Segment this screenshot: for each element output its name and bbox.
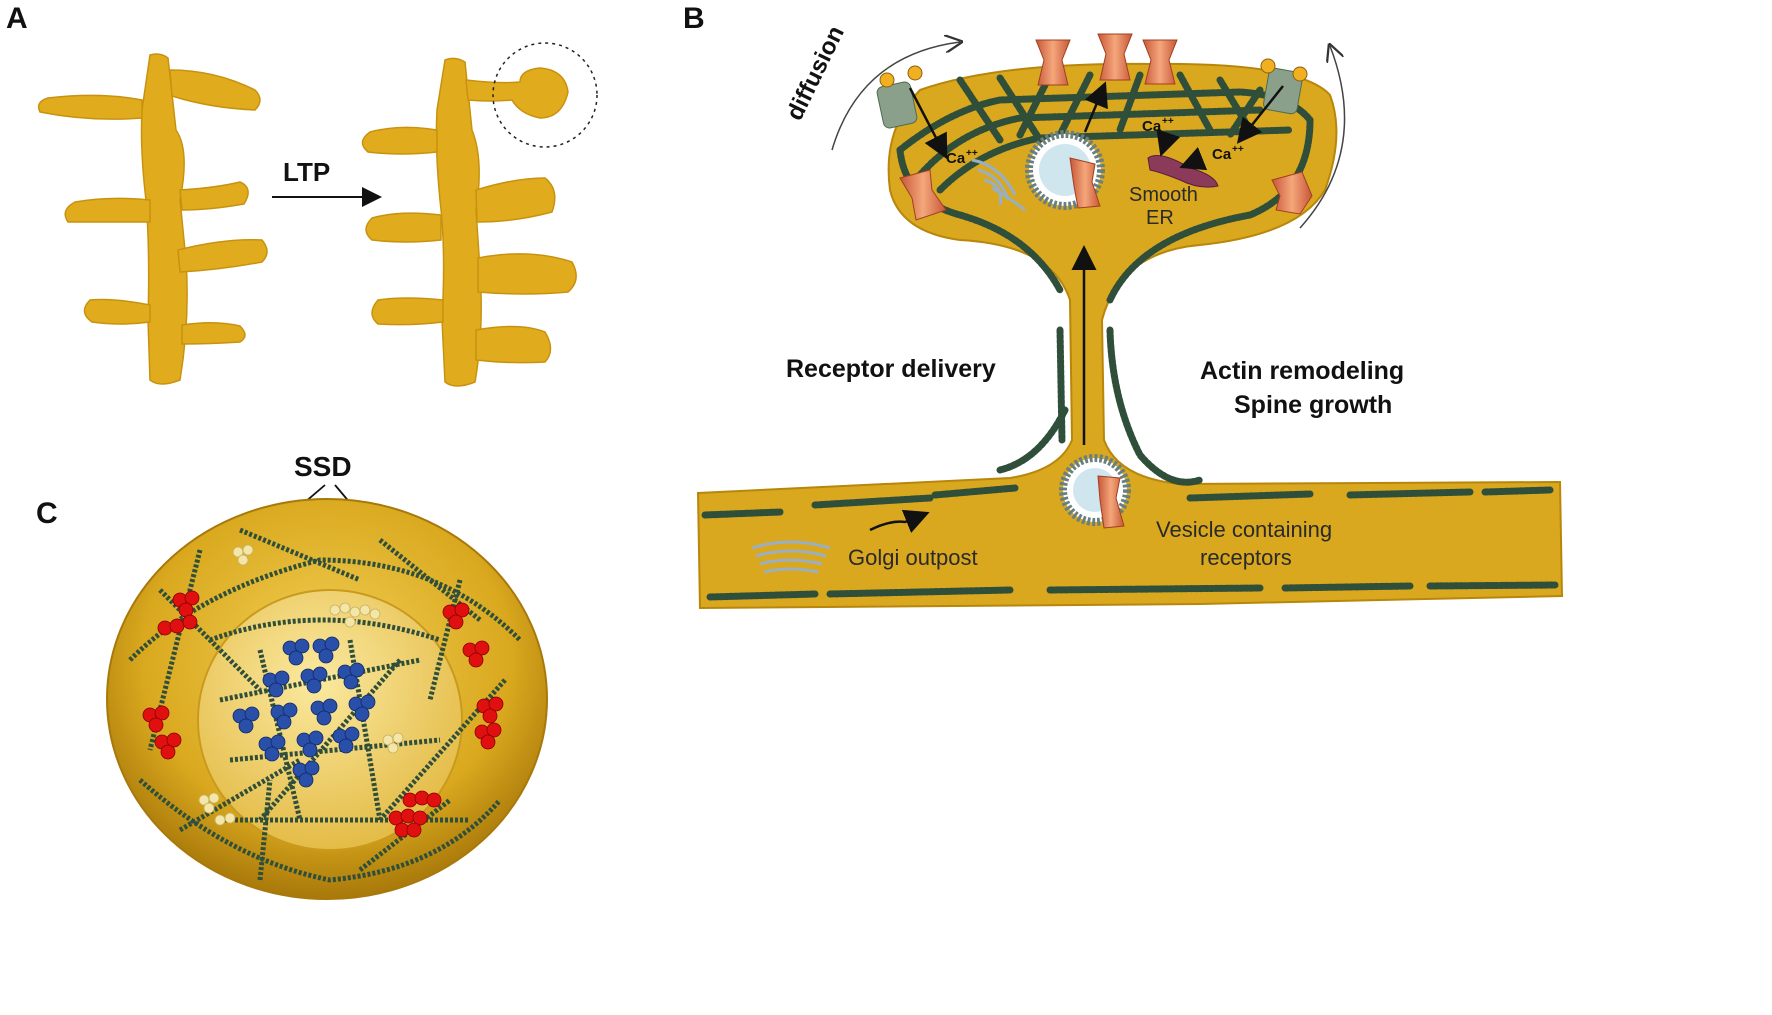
panel-b-letter: B bbox=[683, 2, 705, 35]
pale-cluster-4 bbox=[198, 792, 236, 826]
panel-a-letter: A bbox=[6, 2, 28, 35]
red-cluster-3 bbox=[442, 602, 490, 668]
ca-label-right: Ca bbox=[1212, 146, 1232, 163]
actin-remodeling-label: Actin remodeling bbox=[1200, 357, 1404, 385]
spine-growth-label: Spine growth bbox=[1234, 391, 1392, 419]
pale-cluster-1 bbox=[232, 544, 254, 566]
receptor-top-2 bbox=[1097, 33, 1133, 81]
pale-cluster-3 bbox=[382, 732, 404, 754]
red-cluster-5 bbox=[388, 790, 442, 838]
dendrite-before-ltp bbox=[37, 53, 268, 385]
diffusion-arrow-right bbox=[1299, 46, 1346, 229]
pale-cluster-2 bbox=[329, 602, 381, 628]
red-cluster-2 bbox=[142, 705, 182, 760]
golgi-outpost bbox=[751, 540, 831, 574]
panel-c: C SSD bbox=[36, 451, 548, 900]
red-cluster-4 bbox=[474, 696, 504, 750]
receptor-top-1 bbox=[1035, 39, 1071, 86]
ca-label-left-charge: ++ bbox=[966, 148, 978, 159]
psd-clusters-blue bbox=[232, 636, 376, 788]
smooth-er: Smooth ER bbox=[1129, 129, 1219, 229]
vesicle-label-line1: Vesicle containing bbox=[1156, 517, 1332, 542]
receptor-right bbox=[1271, 171, 1313, 215]
enlarged-spine-highlight bbox=[492, 42, 598, 148]
vesicle-spine-head bbox=[1025, 81, 1108, 210]
smooth-er-label-line2: ER bbox=[1146, 207, 1174, 229]
calcium-channel-right bbox=[1236, 58, 1308, 144]
red-cluster-1 bbox=[157, 590, 200, 636]
receptor-top-3 bbox=[1142, 39, 1178, 85]
pale-clusters bbox=[198, 544, 404, 826]
actin-filaments-shaft bbox=[701, 484, 1559, 601]
smooth-er-label-line1: Smooth bbox=[1129, 184, 1198, 206]
receptors bbox=[899, 33, 1313, 221]
vesicle-shaft bbox=[1059, 454, 1131, 529]
ssd-label: SSD bbox=[294, 451, 352, 482]
vesicle-label-line2: receptors bbox=[1200, 545, 1292, 570]
dendritic-shaft bbox=[696, 62, 1564, 610]
diffusion-label: diffusion bbox=[781, 22, 850, 125]
golgi-outpost-arrow bbox=[869, 509, 930, 534]
ca-label-center-charge: ++ bbox=[1162, 116, 1174, 127]
diffusion-arrow-left bbox=[831, 42, 960, 151]
ltp-label: LTP bbox=[283, 157, 330, 187]
calcium-channel-left bbox=[876, 65, 948, 160]
dendrite-after-ltp bbox=[361, 57, 577, 387]
golgi-spine-head bbox=[971, 158, 1026, 212]
receptor-left bbox=[899, 169, 947, 221]
panel-a: A LTP bbox=[6, 2, 598, 387]
receptor-delivery-label: Receptor delivery bbox=[786, 355, 996, 383]
panel-c-letter: C bbox=[36, 497, 58, 530]
ca-label-left: Ca bbox=[946, 150, 966, 167]
ca-label-right-charge: ++ bbox=[1232, 144, 1244, 155]
panel-b: B bbox=[683, 2, 1564, 610]
ca-label-center: Ca bbox=[1142, 118, 1162, 135]
golgi-outpost-label: Golgi outpost bbox=[848, 545, 978, 570]
ssd-clusters-red bbox=[142, 590, 504, 838]
